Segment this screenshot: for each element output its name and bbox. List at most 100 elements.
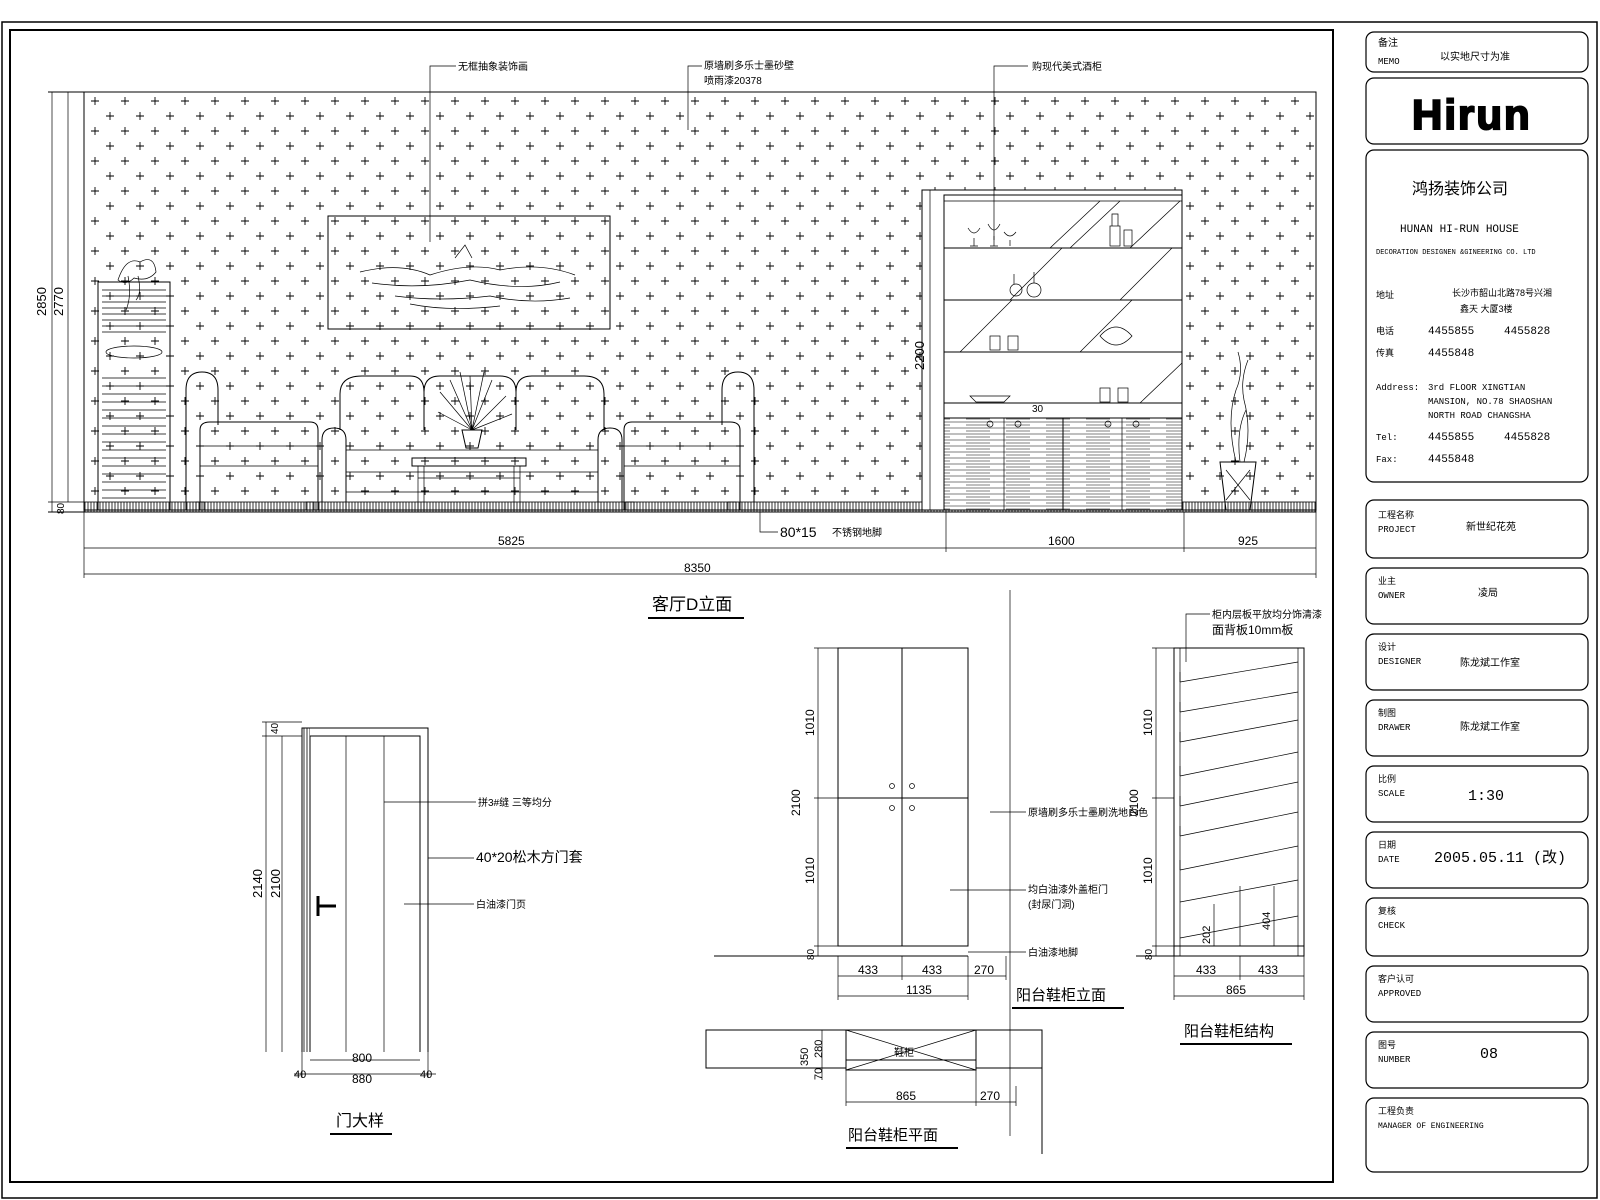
- note-wallpaper-2: 喷雨漆20378: [704, 74, 762, 87]
- addr-cn-line1: 长沙市韶山北路78号兴湘: [1452, 287, 1552, 298]
- leader-painting: [429, 65, 456, 242]
- drawing-frame: [9, 29, 1334, 1183]
- addr-cn-line2: 鑫天 大厦3楼: [1460, 303, 1513, 314]
- door-note-3: 白油漆门页: [476, 898, 526, 911]
- memo-en: MEMO: [1378, 57, 1400, 67]
- shoe-dim-1010b: 1010: [803, 857, 817, 884]
- field-owner: 业主 OWNER 凌局: [1365, 567, 1589, 625]
- shoe-dim-2100: 2100: [789, 789, 803, 816]
- field-label-en: PROJECT: [1378, 525, 1416, 535]
- tel-en-label: Tel:: [1376, 433, 1398, 443]
- door-note-1: 拼3#缝 三等均分: [478, 796, 552, 809]
- leader-skirting: [759, 512, 778, 533]
- field-label-en: OWNER: [1378, 591, 1406, 601]
- wine-cabinet: [921, 189, 1183, 511]
- shoe-note-2: 均白油漆外盖柜门: [1028, 883, 1108, 896]
- dim-2850: 2850: [34, 287, 49, 316]
- dim-80: 80: [56, 502, 67, 514]
- armchair-right: [623, 371, 755, 511]
- shoe-note-3: (封尿门洞): [1028, 898, 1075, 911]
- struct-note-1: 柜内层板平放均分饰清漆: [1212, 608, 1322, 621]
- shoe-dim-total: 1135: [906, 983, 932, 997]
- field-label-en: CHECK: [1378, 921, 1406, 931]
- struct-dim-202: 202: [1201, 926, 1213, 944]
- shoe-cabinet-elevation: 1010 1010 2100 80 433 433 270 1135 原墙刷多乐…: [714, 590, 1148, 1136]
- plan-dim-865: 865: [896, 1089, 916, 1103]
- shoe-dim-w3: 270: [974, 963, 994, 977]
- company-name-en: HUNAN HI-RUN HOUSE: [1400, 224, 1519, 236]
- struct-dim-w2: 433: [1258, 963, 1278, 977]
- potted-plant: [437, 371, 513, 449]
- struct-dim-80: 80: [1144, 948, 1155, 960]
- field-label-cn: 复核: [1378, 905, 1396, 916]
- tel-1: 4455855: [1428, 326, 1474, 338]
- side-table: [411, 457, 527, 512]
- leader-cabinet: [993, 65, 1028, 240]
- shoe-cabinet-structure: 1010 1010 2100 80 202 404 433 433 865 柜内…: [1127, 608, 1322, 1045]
- shoe-dim-w2: 433: [922, 963, 942, 977]
- door-dim-880: 880: [352, 1072, 372, 1086]
- field-label-en: DESIGNER: [1378, 657, 1422, 667]
- field-label-en: DRAWER: [1378, 723, 1411, 733]
- dim-8350: 8350: [684, 561, 711, 575]
- fax-en-label: Fax:: [1376, 455, 1398, 465]
- plan-dim-280: 280: [813, 1040, 825, 1058]
- living-room-elevation: 无框抽象装饰画 原墙刷多乐士墨砂壁 喷雨漆20378 购现代美式酒柜 80*15…: [34, 59, 1317, 619]
- fax-en-number: 4455848: [1428, 454, 1474, 466]
- field-label-cn: 制图: [1378, 707, 1396, 718]
- field-label-en: MANAGER OF ENGINEERING: [1378, 1122, 1484, 1131]
- shoe-note-1: 原墙刷多乐士墨刷洗地白色: [1028, 806, 1148, 819]
- shoe-dim-1010a: 1010: [803, 709, 817, 736]
- field-label-en: APPROVED: [1378, 989, 1421, 999]
- floor-vase: [1219, 351, 1257, 511]
- shoe-cabinet-plan: 鞋柜 350 280 70 865 270 阳台鞋柜平面: [705, 1029, 1043, 1154]
- struct-dim-w1: 433: [1196, 963, 1216, 977]
- elevation-title: 客厅D立面: [652, 595, 732, 614]
- height-dimensions: 2850 2770 80 2200 30: [34, 92, 1044, 514]
- field-designer: 设计 DESIGNER 陈龙斌工作室: [1365, 633, 1589, 691]
- field-value: 1:30: [1468, 788, 1504, 805]
- field-label-cn: 设计: [1378, 641, 1396, 652]
- field-number: 图号 NUMBER 08: [1365, 1031, 1589, 1089]
- field-drawer: 制图 DRAWER 陈龙斌工作室: [1365, 699, 1589, 757]
- memo-value: 以实地尺寸为准: [1440, 50, 1510, 63]
- company-logo: Hirun: [1412, 91, 1532, 138]
- dim-2200: 2200: [912, 341, 927, 370]
- air-conditioner: [97, 259, 171, 511]
- width-dimensions: 5825 1600 925 8350: [83, 512, 1317, 578]
- plan-dim-70: 70: [813, 1068, 825, 1080]
- note-wallpaper-1: 原墙刷多乐士墨砂壁: [704, 59, 794, 72]
- field-check: 复核 CHECK: [1365, 897, 1589, 957]
- dim-1600: 1600: [1048, 534, 1075, 548]
- struct-dim-2100: 2100: [1127, 789, 1141, 816]
- field-date: 日期 DATE 2005.05.11 (改): [1365, 831, 1589, 889]
- door-note-2: 40*20松木方门套: [476, 849, 583, 865]
- dim-30: 30: [1032, 404, 1044, 415]
- addr-en-line1: 3rd FLOOR XINGTIAN: [1428, 383, 1525, 393]
- tel-en-2: 4455828: [1504, 432, 1550, 444]
- field-value: 陈龙斌工作室: [1460, 656, 1520, 669]
- struct-dim-404: 404: [1261, 912, 1273, 930]
- field-approved: 客户认可 APPROVED: [1365, 965, 1589, 1023]
- tel-2: 4455828: [1504, 326, 1550, 338]
- dim-5825: 5825: [498, 534, 525, 548]
- field-value: 新世纪花苑: [1466, 520, 1516, 533]
- field-label-en: DATE: [1378, 855, 1400, 865]
- field-value: 凌局: [1478, 586, 1498, 599]
- note-skirting-2: 不锈钢地脚: [832, 526, 882, 539]
- struct-note-2: 面背板10mm板: [1212, 623, 1293, 637]
- field-label-cn: 工程负责: [1378, 1105, 1414, 1116]
- door-title: 门大样: [336, 1112, 384, 1130]
- field-scale: 比例 SCALE 1:30: [1365, 765, 1589, 823]
- field-label-cn: 比例: [1378, 773, 1396, 784]
- dim-925: 925: [1238, 534, 1258, 548]
- company-sub: DECORATION DESIGNEN &GINEERING CO. LTD: [1376, 249, 1536, 257]
- addr-en-line2: MANSION, NO.78 SHAOSHAN: [1428, 397, 1552, 407]
- struct-dim-1010a: 1010: [1141, 709, 1155, 736]
- door-dim-l: 40: [294, 1069, 306, 1081]
- field-value: 2005.05.11 (改): [1434, 849, 1566, 867]
- field-value: 08: [1480, 1046, 1498, 1063]
- field-label-cn: 客户认可: [1378, 973, 1414, 984]
- title-block: 备注 MEMO 以实地尺寸为准 Hirun 鸿扬装饰公司 HUNAN HI-RU…: [1365, 31, 1589, 1173]
- field-label-cn: 日期: [1378, 840, 1396, 850]
